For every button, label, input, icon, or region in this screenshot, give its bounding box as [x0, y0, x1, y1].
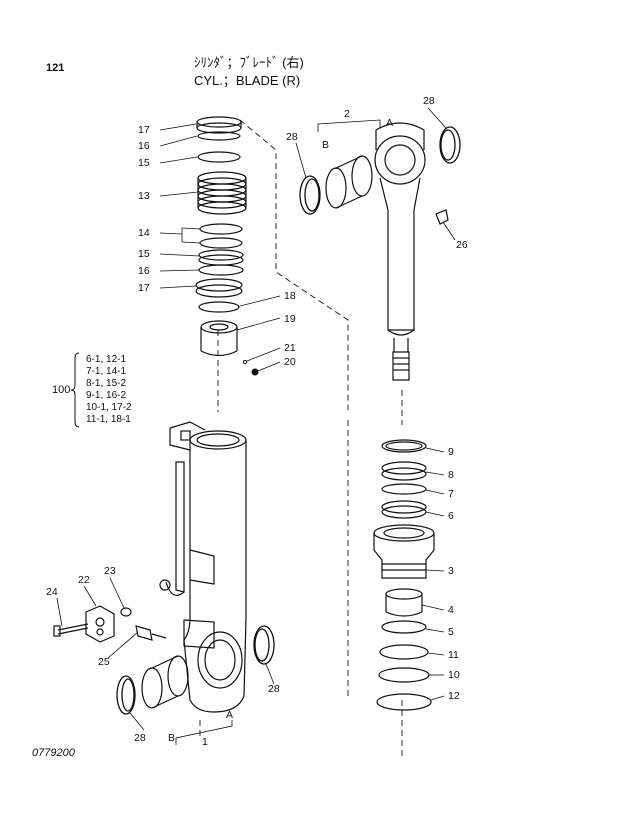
- o-ring-23: [120, 607, 132, 617]
- nut-19: [200, 320, 238, 357]
- kit-line: 6-1, 12-1: [86, 354, 127, 365]
- callout: 7: [448, 488, 454, 500]
- seal-ring-17-bottom: [195, 278, 243, 298]
- leader-lines: [56, 107, 456, 745]
- kit-line: 10-1, 17-2: [86, 402, 132, 413]
- cylinder-head-3: [373, 524, 435, 579]
- ring-11: [379, 644, 429, 660]
- dust-seal-28-lower-left: [116, 675, 136, 715]
- callout: 1: [202, 736, 208, 748]
- seal-ring-14: [199, 223, 243, 249]
- kit-line: 11-1, 18-1: [86, 414, 131, 425]
- callout: 8: [448, 469, 454, 481]
- callout: 24: [46, 586, 58, 598]
- ring-15-top: [197, 151, 241, 163]
- callout: 5: [448, 626, 454, 638]
- callout: 22: [78, 574, 90, 586]
- callout: 28: [286, 131, 298, 143]
- callout: 23: [104, 565, 116, 577]
- callout: 28: [423, 95, 435, 107]
- ref-letter: A: [226, 709, 233, 721]
- seal-ring-17-top: [196, 116, 242, 134]
- ring-10: [378, 667, 430, 683]
- o-ring-5: [381, 620, 427, 634]
- callout: 20: [284, 356, 296, 368]
- callout: 16: [138, 265, 150, 277]
- ref-letter: A: [386, 117, 393, 129]
- set-screw-20-21: [242, 359, 259, 376]
- kit-line: 8-1, 15-2: [86, 378, 127, 389]
- buffer-ring-6: [381, 500, 427, 519]
- assembly-guide-lines: [199, 119, 403, 760]
- ref-letter: B: [168, 732, 175, 744]
- dust-seal-28-upper-right: [439, 126, 461, 164]
- backup-ring-16-bottom: [198, 264, 244, 276]
- ring-15-bottom: [198, 249, 244, 266]
- backup-ring-16-top: [197, 131, 241, 141]
- kit-line: 7-1, 14-1: [86, 366, 127, 377]
- callout: 3: [448, 565, 454, 577]
- o-ring-12: [376, 693, 432, 711]
- dust-seal-28-upper-left: [299, 175, 321, 215]
- kit-brace: [70, 352, 80, 428]
- title-japanese: ｼﾘﾝﾀﾞ；ﾌﾞﾚｰﾄﾞ (右): [194, 55, 304, 70]
- callout: 12: [448, 690, 460, 702]
- title-english: CYL.；BLADE (R): [194, 73, 301, 88]
- callout: 17: [138, 124, 150, 136]
- bushing-B-lower: [141, 655, 189, 709]
- callout: 15: [138, 248, 150, 260]
- callout: 4: [448, 604, 454, 616]
- bolt-24: [53, 623, 89, 637]
- wiper-ring-9: [381, 439, 427, 453]
- callout: 16: [138, 140, 150, 152]
- callout: 28: [134, 732, 146, 744]
- callout: 2: [344, 108, 350, 120]
- seal-8: [381, 461, 427, 481]
- callout-labels: 17 16 15 13 14 15 16 17 18 19 21 20 9 8 …: [46, 95, 468, 748]
- dust-seal-28-lower-right: [253, 625, 275, 665]
- piston-rod-2: [374, 122, 426, 381]
- callout: 25: [98, 656, 110, 668]
- callout: 6: [448, 510, 454, 522]
- ref-letter: B: [322, 139, 329, 151]
- callout: 14: [138, 227, 150, 239]
- callout: 19: [284, 313, 296, 325]
- drawing-number: 0779200: [32, 747, 75, 759]
- bushing-4: [385, 588, 423, 617]
- piston-13: [197, 171, 247, 215]
- kit-number: 100: [52, 384, 71, 396]
- callout: 21: [284, 342, 296, 354]
- page-number: 121: [46, 62, 65, 74]
- cylinder-tube-1: [159, 421, 247, 713]
- bushing-B-upper: [325, 155, 373, 209]
- block-22: [85, 605, 115, 643]
- callout: 26: [456, 239, 468, 251]
- callout: 15: [138, 157, 150, 169]
- fitting-25: [135, 625, 167, 641]
- callout: 10: [448, 669, 460, 681]
- callout: 28: [268, 683, 280, 695]
- callout: 17: [138, 282, 150, 294]
- o-ring-18: [198, 301, 240, 313]
- backup-ring-7: [381, 483, 427, 495]
- callout: 11: [448, 649, 459, 661]
- callout: 13: [138, 190, 150, 202]
- kit-line: 9-1, 16-2: [86, 390, 127, 401]
- callout: 18: [284, 290, 296, 302]
- callout: 9: [448, 446, 454, 458]
- grease-fitting-26: [435, 209, 449, 225]
